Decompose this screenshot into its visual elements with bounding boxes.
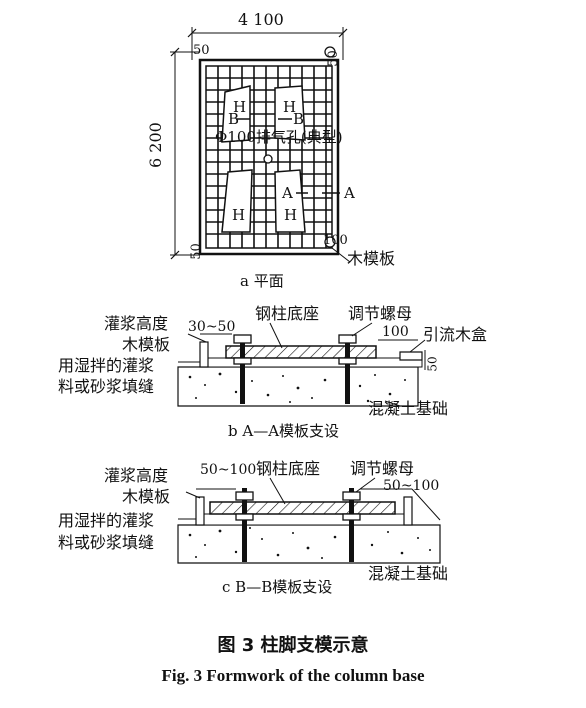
plan-dim-50-tl: 50 — [193, 43, 210, 58]
b-base-plate: 钢柱底座 — [256, 459, 321, 478]
a-grout-height: 灌浆高度 — [104, 314, 169, 333]
b-dim-right: 50~100 — [383, 478, 440, 494]
plan-view — [170, 27, 351, 263]
b-formwork: 木模板 — [122, 487, 171, 506]
corner-hole-tr — [324, 46, 336, 58]
section-a-a — [177, 322, 426, 407]
b-dim-left: 50~100 — [200, 462, 257, 478]
a-wet-grout-1: 用湿拌的灌浆 — [58, 356, 155, 375]
plan-vent-hole-label: Φ100排气孔(典型) — [215, 128, 343, 146]
corner-hole-br — [324, 236, 336, 248]
b-wet-grout-2: 料或砂浆填缝 — [58, 533, 155, 552]
concrete-speckle-a — [188, 370, 406, 403]
vent-hole-icon — [263, 154, 273, 164]
plan-dim-50-bl: 50 — [188, 243, 204, 260]
plan-h-bl: H — [232, 206, 246, 224]
a-wet-grout-2: 料或砂浆填缝 — [58, 377, 155, 396]
figure-caption-cn: 图 3 柱脚支模示意 — [217, 635, 369, 656]
plan-h-tl: H — [233, 98, 247, 116]
plan-h-tr: H — [283, 98, 297, 116]
a-dim-50: 50 — [425, 356, 440, 372]
plan-caption: a 平面 — [240, 272, 284, 290]
plan-section-a-right: A — [344, 184, 355, 202]
concrete-speckle-b — [188, 527, 431, 561]
h-plate-tr — [274, 85, 306, 141]
plan-dim-height: 6 200 — [146, 122, 165, 168]
plan-dim-100-br: 100 — [323, 233, 348, 248]
b-caption: c B—B模板支设 — [222, 578, 333, 596]
section-b-b — [177, 477, 441, 564]
plan-section-b-right: B — [293, 110, 305, 128]
plan-dim-width: 4 100 — [238, 10, 284, 29]
h-plate-tl — [221, 85, 251, 143]
b-wet-grout-1: 用湿拌的灌浆 — [58, 511, 155, 530]
a-caption: b A—A模板支设 — [228, 422, 340, 440]
a-base-plate: 钢柱底座 — [255, 304, 320, 323]
plan-section-a-label: A — [282, 184, 293, 202]
plan-section-b-left: B — [228, 110, 240, 128]
figure-caption-en: Fig. 3 Formwork of the column base — [161, 666, 425, 685]
b-foundation: 混凝土基础 — [368, 564, 449, 583]
a-drain-box: 引流木盒 — [423, 325, 488, 344]
h-plate-br — [274, 169, 306, 233]
plan-h-br: H — [284, 206, 298, 224]
plan-formwork-label: 木模板 — [347, 249, 396, 268]
a-dim-100: 100 — [382, 324, 409, 340]
b-adjust-nut: 调节螺母 — [350, 459, 415, 478]
a-formwork: 木模板 — [122, 335, 171, 354]
a-adjust-nut: 调节螺母 — [348, 304, 413, 323]
plan-dim-50-tr: 50 — [325, 50, 341, 67]
a-dim-30-50: 30~50 — [188, 319, 236, 335]
h-plate-bl — [221, 169, 253, 233]
a-foundation: 混凝土基础 — [368, 399, 449, 418]
b-grout-height: 灌浆高度 — [104, 466, 169, 485]
